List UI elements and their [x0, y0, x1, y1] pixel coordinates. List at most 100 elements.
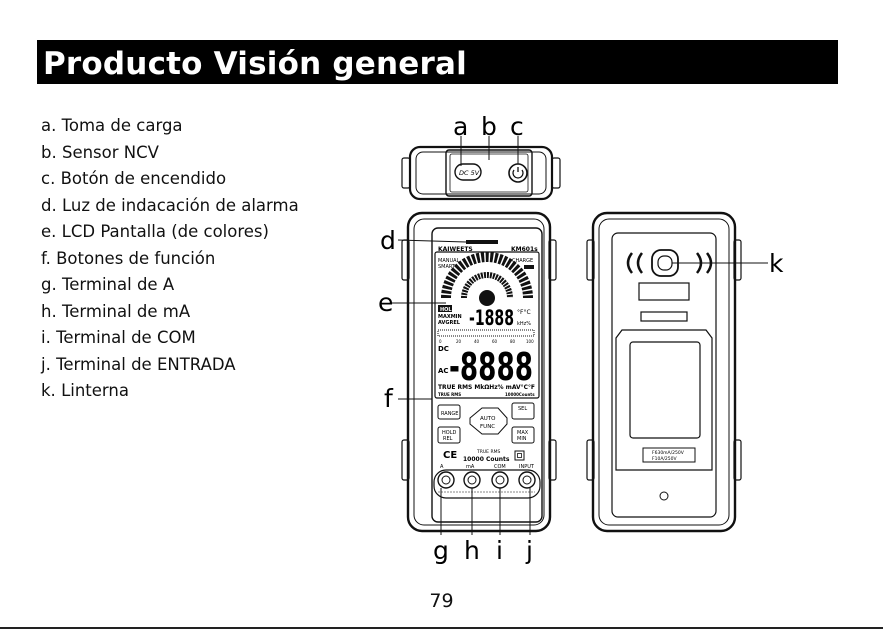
scale-tick: 60 — [492, 339, 498, 344]
bottom-divider — [0, 627, 883, 629]
legend-item: k. Linterna — [41, 380, 371, 407]
terminal-input-jack[interactable] — [518, 471, 536, 489]
legend-item: f. Botones de función — [41, 248, 371, 275]
terminal-a-label: A — [440, 464, 444, 470]
min-label: MIN — [517, 436, 527, 442]
lcd-secondary-digits: -1888 — [469, 306, 514, 330]
page-number: 79 — [429, 590, 454, 612]
legend-item: b. Sensor NCV — [41, 142, 371, 169]
legend-item: d. Luz de indacación de alarma — [41, 195, 371, 222]
battery-icon — [524, 265, 534, 269]
hold-indicator — [438, 305, 452, 312]
legend-text: Terminal de COM — [56, 328, 196, 347]
ce-mark: CE — [443, 450, 457, 461]
terminal-input-label: INPUT — [519, 464, 535, 470]
legend-text: Toma de carga — [61, 116, 183, 135]
callout-d: d — [380, 226, 396, 255]
callout-lines-top — [460, 136, 519, 166]
legend-item: e. LCD Pantalla (de colores) — [41, 221, 371, 248]
page-title: Producto Visión general — [43, 46, 467, 82]
lcd-main-digits: -8888 — [449, 345, 533, 389]
legend-letter: d. — [41, 195, 57, 215]
lcd-unit-freq: kHz% — [517, 321, 531, 327]
legend-letter: e. — [41, 222, 57, 241]
lcd-hold: HOLD — [440, 307, 456, 313]
callout-j: j — [525, 536, 533, 565]
legend-letter: i. — [41, 328, 51, 347]
double-insulation-icon — [514, 450, 525, 461]
model-label: KM601s — [511, 246, 538, 253]
true-rms-label: TRUE RMS — [476, 449, 500, 455]
lcd-avgrel: AVGREL — [438, 320, 461, 326]
hold-rel-button[interactable] — [437, 426, 461, 444]
sel-label: SEL — [518, 406, 527, 412]
legend-item: c. Botón de encendido — [41, 168, 371, 195]
device-back-view — [586, 211, 742, 533]
func-label: FUNC — [480, 424, 495, 430]
lcd-maxmin: MAXMIN — [438, 314, 462, 320]
legend-text: Sensor NCV — [61, 142, 159, 162]
brand-logo: KAIWEETS — [438, 246, 473, 253]
legend-item: i. Terminal de COM — [41, 327, 371, 354]
legend-letter: c. — [41, 169, 56, 188]
legend-text: Botón de encendido — [60, 169, 227, 188]
range-button[interactable] — [437, 404, 461, 420]
legend-letter: a. — [41, 116, 57, 135]
scale-tick: 20 — [456, 339, 462, 344]
function-buttons — [437, 402, 535, 444]
callout-k: k — [769, 249, 784, 278]
callout-i: i — [496, 536, 503, 565]
callout-h: h — [464, 536, 480, 565]
legend-text: Luz de indacación de alarma — [61, 195, 299, 215]
legend-letter: f. — [41, 248, 51, 268]
fuse-spec-1: F630mA/250V — [652, 450, 685, 456]
charging-port-icon — [454, 163, 482, 181]
lcd-smart: SMART — [438, 264, 456, 270]
terminal-ma-label: mA — [466, 464, 475, 470]
power-button-icon — [508, 163, 528, 183]
parts-legend: a. Toma de carga b. Sensor NCV c. Botón … — [41, 115, 371, 407]
callout-g: g — [433, 536, 449, 565]
scale-tick: 0 — [439, 339, 442, 344]
terminal-a-jack[interactable] — [437, 471, 455, 489]
rel-label: REL — [443, 436, 453, 442]
lcd-unit-temp: °F°C — [517, 309, 531, 316]
lcd-true-rms: TRUE RMS — [438, 392, 461, 397]
legend-text: Terminal de A — [61, 275, 175, 294]
lcd-dc: DC — [438, 345, 449, 353]
lcd-scale-bar — [437, 329, 535, 337]
terminal-com-jack[interactable] — [491, 471, 509, 489]
callout-e: e — [378, 288, 393, 317]
legend-item: h. Terminal de mA — [41, 301, 371, 328]
sel-button[interactable] — [511, 402, 535, 420]
max-min-button[interactable] — [511, 426, 535, 444]
legend-item: a. Toma de carga — [41, 115, 371, 142]
charge-port-label: DC 5V — [459, 169, 480, 177]
legend-text: Botones de función — [56, 248, 216, 268]
lcd-counts: 10000Counts — [505, 392, 535, 397]
auto-label: AUTO — [480, 416, 496, 422]
terminal-ma-jack[interactable] — [463, 471, 481, 489]
device-top-view — [401, 145, 561, 201]
legend-letter: h. — [41, 301, 57, 321]
legend-text: LCD Pantalla (de colores) — [61, 222, 269, 241]
legend-item: j. Terminal de ENTRADA — [41, 354, 371, 381]
legend-letter: k. — [41, 381, 56, 400]
legend-letter: j. — [41, 354, 51, 374]
callout-lines-front — [391, 239, 531, 535]
scale-tick: 40 — [474, 339, 480, 344]
legend-text: Terminal de ENTRADA — [56, 354, 236, 374]
range-label: RANGE — [441, 411, 458, 417]
auto-func-button[interactable] — [469, 407, 508, 435]
legend-letter: g. — [41, 275, 57, 294]
lcd-charge: CHARGE — [512, 258, 533, 264]
scale-tick: 80 — [510, 339, 516, 344]
device-front-view — [401, 211, 557, 533]
hold-label: HOLD — [442, 430, 456, 436]
callout-c: c — [510, 112, 524, 141]
callout-a: a — [453, 112, 468, 141]
counts-label: 10000 Counts — [463, 456, 510, 463]
max-label: MAX — [517, 430, 529, 436]
alarm-light-indicator — [466, 240, 498, 244]
lcd-units-row: TRUE RMS MkΩHz% mAV°C°F — [438, 384, 535, 391]
